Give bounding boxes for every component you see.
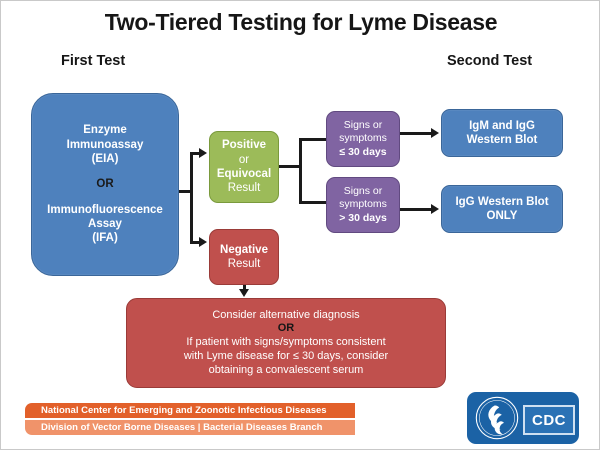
arrowhead-to-igm: [431, 128, 439, 138]
node-igm-line2: Western Blot: [466, 134, 538, 146]
node-consider-alternative-diagnosis: Consider alternative diagnosis OR If pat…: [126, 298, 446, 388]
connector-to-signs-le30: [299, 138, 326, 141]
node-signs-gt30-line3: > 30 days: [339, 211, 387, 224]
node-negative-line2: Result: [227, 258, 261, 270]
spacer: [36, 166, 174, 177]
node-first-test-line1: Enzyme: [83, 124, 127, 137]
footer-bar-national-center: National Center for Emerging and Zoonoti…: [25, 403, 355, 418]
connector-to-signs-gt30: [299, 201, 326, 204]
node-signs-le30-line1: Signs or: [343, 119, 383, 132]
node-negative-result: Negative Result: [209, 229, 279, 285]
hhs-seal-icon: [475, 396, 519, 440]
connector-signs-le30-to-igm: [400, 132, 433, 135]
node-consider-or: OR: [277, 322, 295, 335]
node-first-test-line5: Assay: [88, 218, 122, 231]
node-first-test-line2: Immunoassay: [66, 138, 144, 151]
node-first-test-or: OR: [96, 178, 114, 191]
connector-to-positive: [190, 152, 202, 155]
node-consider-line4: obtaining a convalescent serum: [208, 363, 364, 376]
node-positive-equivocal-result: Positive or Equivocal Result: [209, 131, 279, 203]
connector-split-vertical-2: [299, 138, 302, 204]
arrowhead-to-igg: [431, 204, 439, 214]
footer-bar-bottom-label: Division of Vector Borne Diseases | Bact…: [41, 422, 323, 433]
node-igm-line1: IgM and IgG: [469, 119, 535, 132]
node-signs-le30-line3: ≤ 30 days: [339, 145, 387, 158]
column-heading-first-test: First Test: [61, 53, 126, 69]
connector-first-test-out: [179, 190, 193, 193]
node-positive-line3: Equivocal: [216, 168, 272, 180]
connector-split-vertical: [190, 152, 193, 244]
node-positive-line2: or: [238, 153, 250, 166]
node-first-test: Enzyme Immunoassay (EIA) OR Immunofluore…: [31, 93, 179, 276]
connector-to-negative: [190, 241, 202, 244]
connector-positive-out: [279, 165, 301, 168]
node-igg-line2: ONLY: [486, 210, 518, 222]
node-signs-gt30-line1: Signs or: [343, 185, 383, 198]
node-signs-gt30-line2: symptoms: [339, 198, 387, 211]
footer-bar-top-label: National Center for Emerging and Zoonoti…: [41, 405, 327, 416]
arrowhead-to-positive: [199, 148, 207, 158]
connector-signs-gt30-to-igg: [400, 208, 433, 211]
cdc-wordmark: CDC: [523, 405, 575, 435]
node-signs-symptoms-le-30-days: Signs or symptoms ≤ 30 days: [326, 111, 400, 167]
node-first-test-line4: Immunofluorescence: [47, 203, 163, 216]
node-igm-and-igg-western-blot: IgM and IgG Western Blot: [441, 109, 563, 157]
arrowhead-to-negative: [199, 237, 207, 247]
node-consider-line1: Consider alternative diagnosis: [212, 308, 360, 321]
node-consider-line2: If patient with signs/symptoms consisten…: [186, 336, 386, 349]
node-consider-line3: with Lyme disease for ≤ 30 days, conside…: [183, 349, 389, 362]
spacer: [36, 192, 174, 203]
node-first-test-line3: (EIA): [91, 152, 119, 165]
node-first-test-line6: (IFA): [92, 232, 118, 245]
page-title: Two-Tiered Testing for Lyme Disease: [104, 9, 498, 35]
column-heading-second-test: Second Test: [447, 53, 533, 69]
node-igg-western-blot-only: IgG Western Blot ONLY: [441, 185, 563, 233]
node-igg-line1: IgG Western Blot: [455, 195, 549, 208]
node-signs-symptoms-gt-30-days: Signs or symptoms > 30 days: [326, 177, 400, 233]
node-positive-line1: Positive: [221, 139, 267, 152]
node-signs-le30-line2: symptoms: [339, 132, 387, 145]
node-positive-line4: Result: [227, 182, 261, 195]
arrowhead-to-consider: [239, 289, 249, 297]
node-negative-line1: Negative: [220, 243, 268, 256]
footer-bar-division: Division of Vector Borne Diseases | Bact…: [25, 420, 355, 435]
cdc-logo: CDC: [467, 392, 579, 444]
